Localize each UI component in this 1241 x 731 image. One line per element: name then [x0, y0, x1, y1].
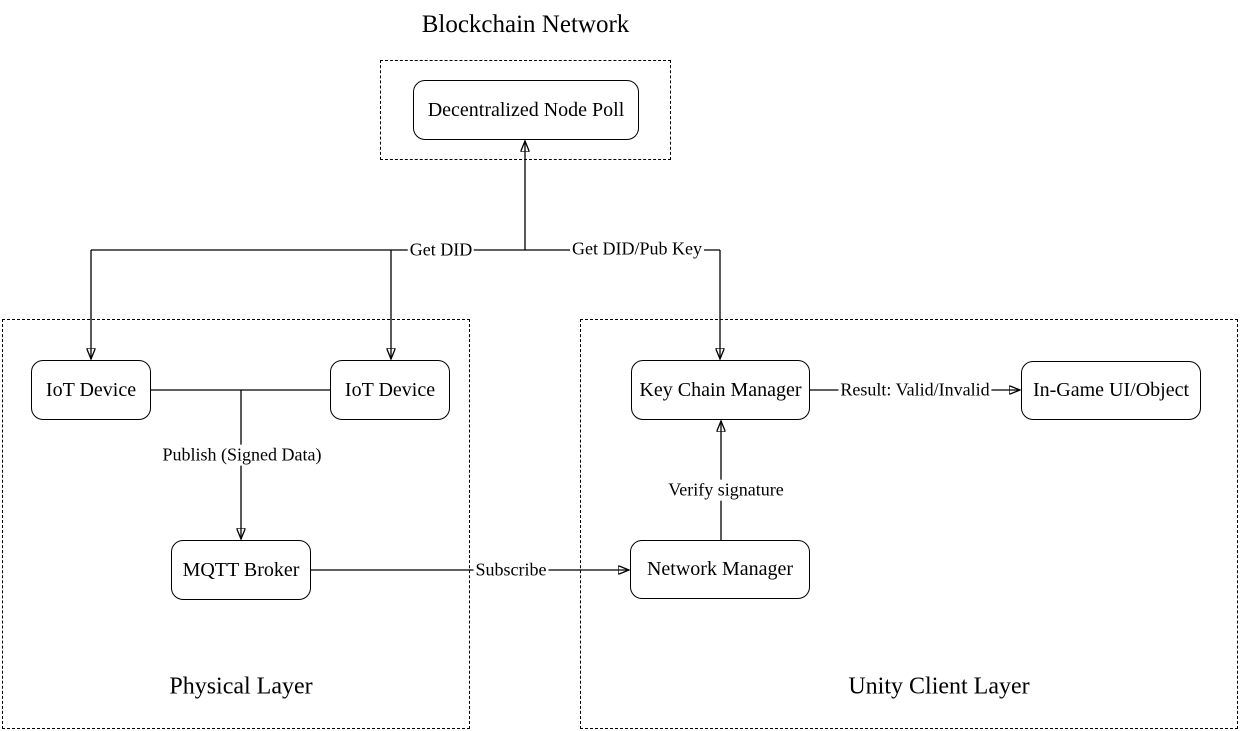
node-key-chain-manager: Key Chain Manager — [631, 360, 810, 420]
node-in-game-ui-object: In-Game UI/Object — [1021, 361, 1201, 420]
unity-client-layer-label: Unity Client Layer — [848, 673, 1030, 700]
edge-label-verify-signature: Verify signature — [666, 479, 786, 501]
edge-label-subscribe: Subscribe — [473, 559, 549, 581]
node-iot-device-2: IoT Device — [330, 360, 450, 420]
node-iot-device-1: IoT Device — [31, 360, 151, 420]
node-mqtt-broker: MQTT Broker — [171, 540, 311, 600]
unity-client-layer-group — [580, 319, 1238, 729]
node-decentralized-node-poll: Decentralized Node Poll — [413, 80, 639, 140]
edge-label-get-did: Get DID — [407, 239, 475, 261]
edge-label-result-valid-invalid: Result: Valid/Invalid — [838, 379, 992, 401]
blockchain-network-title: Blockchain Network — [421, 11, 630, 38]
physical-layer-group — [2, 319, 470, 729]
edge-label-publish-signed-data: Publish (Signed Data) — [160, 444, 324, 466]
physical-layer-label: Physical Layer — [169, 673, 313, 700]
edge-label-get-did-pub-key: Get DID/Pub Key — [570, 238, 704, 260]
node-network-manager: Network Manager — [630, 540, 810, 599]
